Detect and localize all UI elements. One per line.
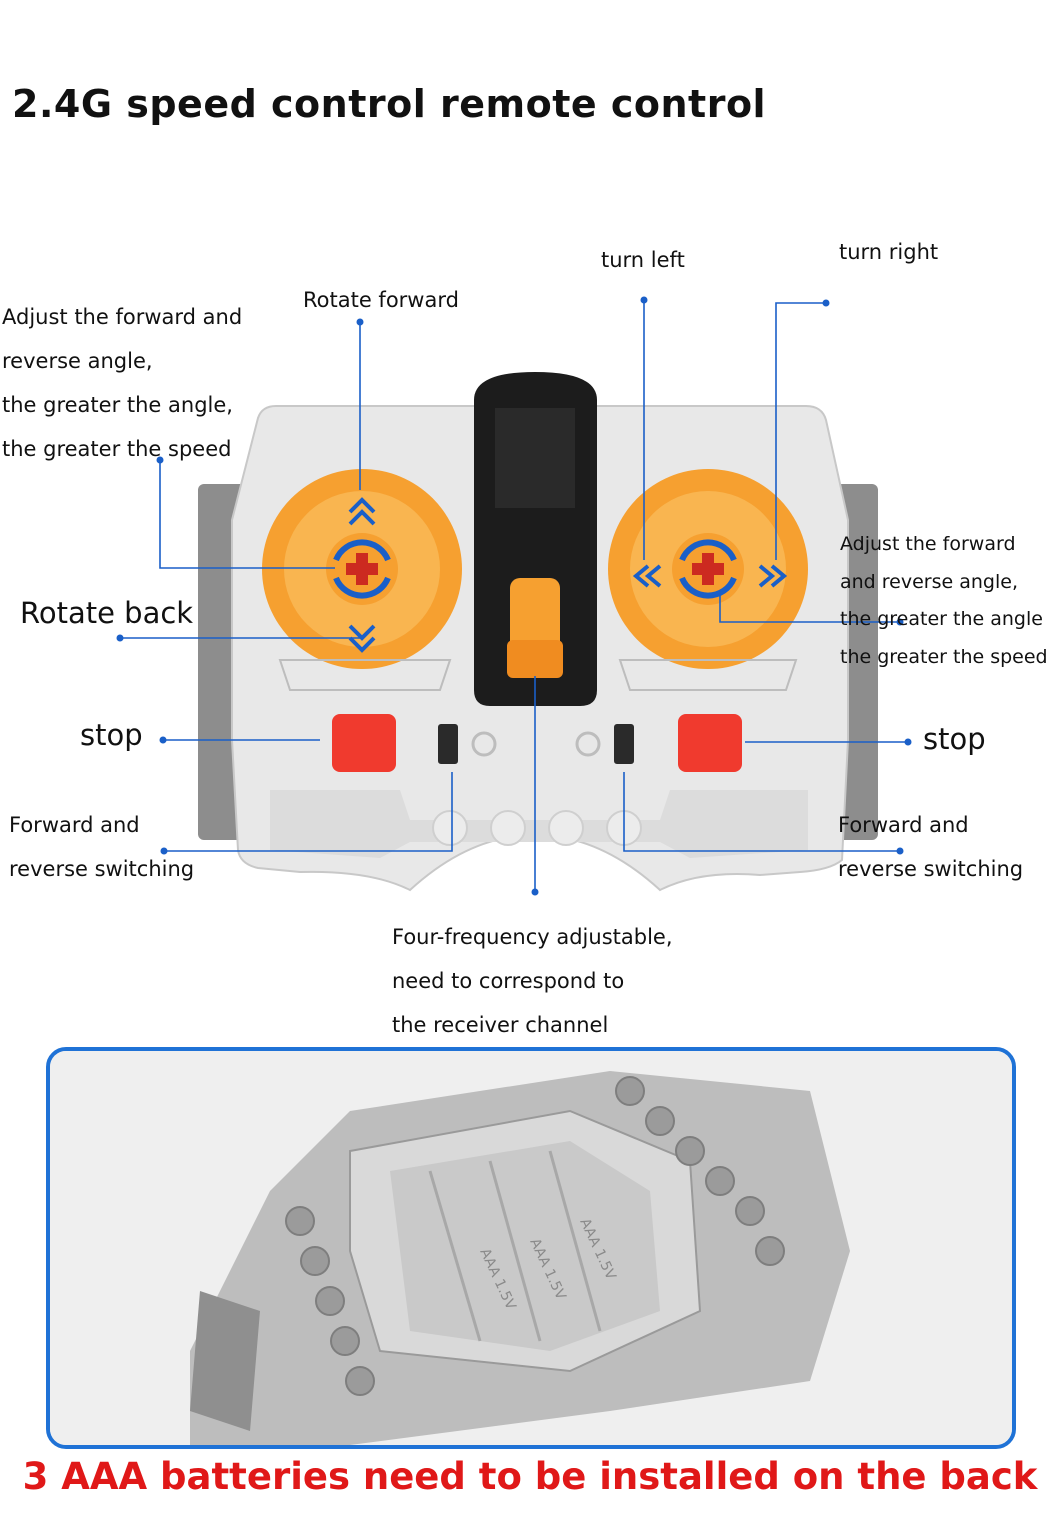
switch-label-right: Forward and reverse switching xyxy=(838,813,1024,881)
right-stop-button xyxy=(678,714,742,772)
turn-right-label: turn right xyxy=(839,240,939,264)
page-title: 2.4G speed control remote control xyxy=(12,82,767,126)
left-stop-button xyxy=(332,714,396,772)
rotate-forward-label: Rotate forward xyxy=(303,288,459,312)
turn-left-label: turn left xyxy=(601,248,685,272)
left-direction-switch xyxy=(438,724,458,764)
adjust-angle-label-right: Adjust the forward and reverse angle, th… xyxy=(840,533,1048,668)
frequency-label: Four-frequency adjustable, need to corre… xyxy=(392,925,673,1037)
remote-controller-illustration xyxy=(198,372,878,892)
stop-label-right: stop xyxy=(923,722,986,756)
switch-label-left: Forward and reverse switching xyxy=(9,813,195,881)
stop-label-left: stop xyxy=(80,718,143,752)
rotate-back-label: Rotate back xyxy=(20,596,194,630)
left-dial xyxy=(262,469,462,669)
battery-compartment-photo: AAA 1.5V AAA 1.5V AAA 1.5V xyxy=(46,1047,1016,1449)
callout-lines xyxy=(116,296,912,896)
adjust-angle-label-left: Adjust the forward and reverse angle, th… xyxy=(2,305,243,461)
right-dial xyxy=(608,469,808,669)
right-direction-switch xyxy=(614,724,634,764)
battery-compartment-illustration: AAA 1.5V AAA 1.5V AAA 1.5V xyxy=(50,1051,1012,1445)
battery-notice: 3 AAA batteries need to be installed on … xyxy=(22,1455,1038,1498)
